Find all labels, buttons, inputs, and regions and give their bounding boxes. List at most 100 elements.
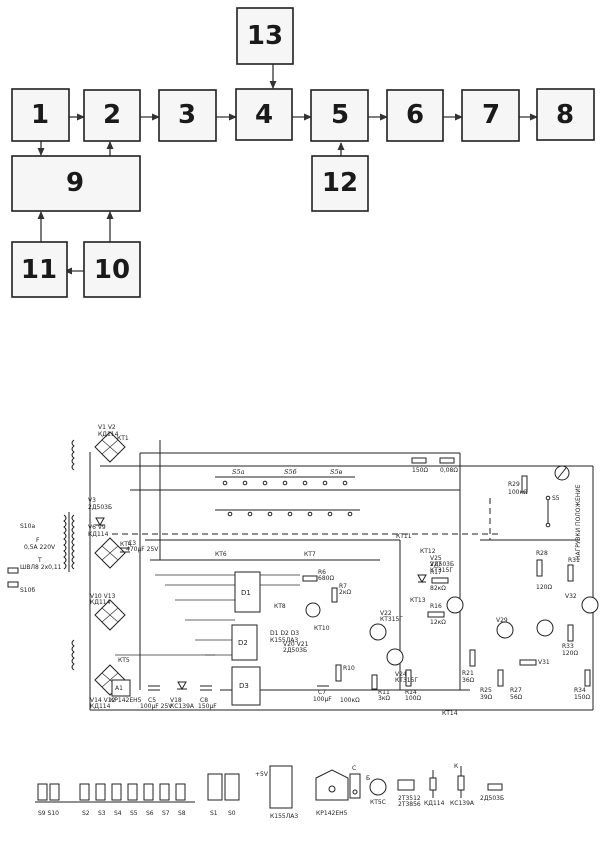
r6-label: R6 [318, 569, 326, 576]
switch-s10a-label: S10а [20, 523, 35, 530]
r14-value: 100Ω [405, 695, 421, 702]
block-6-label: 6 [406, 100, 424, 130]
resistor-008: 0,08Ω [439, 457, 458, 474]
load-meter: НАГРУЗКИ ПОЛОЖЕНИЕ [554, 465, 582, 560]
v6-label: V6 V9 [88, 524, 106, 531]
r27-label: R27 [510, 687, 522, 694]
d3-label: D3 [239, 682, 249, 690]
tp-kt4: КТ4 [120, 541, 132, 548]
fp-kd-label: КД114 [424, 800, 445, 807]
fp-pin-c: С [352, 765, 356, 772]
v18-type: КС139А [170, 703, 195, 710]
block-connections [37, 64, 538, 275]
v3-type: 2Д503Б [88, 504, 112, 511]
block-7: 7 [461, 89, 520, 142]
block-5: 5 [310, 89, 369, 142]
transistor-v27: V27 КТ315Г [430, 561, 464, 614]
mains-plug-1 [7, 567, 19, 574]
resistor-r28: R28 120Ω [536, 550, 552, 591]
tp-kt13: КТ13 [410, 597, 426, 604]
block-diagram: 1 2 3 4 5 6 7 8 [11, 7, 595, 298]
r21-value: 36Ω [462, 677, 475, 684]
component-footprints: S9 S10 S2 S3 S4 S5 S6 S7 S8 S1 S0 К155ЛА… [35, 763, 504, 820]
tp-kt1: КТ1 [117, 435, 129, 442]
switch-s5-right: S5 [545, 495, 560, 528]
zener-v18: V18 КС139А [170, 681, 195, 710]
capacitor-c8: C8 150µF [198, 685, 217, 710]
v27-type: КТ315Г [430, 567, 453, 574]
switch-contacts-row2 [227, 511, 353, 517]
footprint-regulator: КР142ЕН5 [315, 769, 349, 817]
fp-s5-label: S5 [130, 810, 138, 817]
block-4-label: 4 [255, 100, 273, 130]
r7-value: 2кΩ [339, 589, 351, 596]
block-12: 12 [311, 155, 369, 212]
v18-label: V18 [170, 697, 182, 704]
v24-type: КТ315Г [395, 677, 418, 684]
r28-label: R28 [536, 550, 548, 557]
r21-label: R21 [462, 670, 474, 677]
v14-label: V14 V12 [90, 697, 116, 704]
block-7-label: 7 [482, 100, 500, 130]
c7-value: 100µF [313, 696, 332, 703]
fp-s8-label: S8 [178, 810, 186, 817]
transistor-v29: V29 [496, 617, 514, 639]
transistor-v31: V31 [536, 619, 554, 666]
fuse-label: F [36, 537, 40, 544]
transformer-label: T [37, 557, 42, 564]
transformer: T ШВЛ8 2х0,11 F 0,5А 220V S10а S10б [7, 439, 75, 671]
a1-type: КР142ЕН5 [110, 697, 142, 704]
meter-label: НАГРУЗКИ ПОЛОЖЕНИЕ [575, 484, 582, 560]
r11-label: R11 [378, 689, 390, 696]
r11-value: 3кΩ [378, 695, 390, 702]
block-11: 11 [11, 241, 68, 298]
resistor-r25: R25 39Ω [480, 669, 504, 701]
block-10-label: 10 [94, 255, 130, 285]
r10-value: 100кΩ [340, 697, 360, 704]
tp-kt10: КТ10 [314, 625, 330, 632]
bridge-rectifier-1: V1 V2 КД114 [94, 424, 126, 463]
c5-value: 100µF 25V [140, 703, 173, 710]
ic-d1: D1 [234, 571, 261, 613]
c3-label: C3 [128, 540, 136, 547]
v22-type: КТ315Г [380, 616, 403, 623]
tp-kt12: КТ12 [420, 548, 436, 555]
footprint-transistor-round: КТ5С Б [366, 775, 387, 806]
footprint-transistor-flat: 2Т3512 2Т3856 [397, 779, 421, 808]
fp-pin-b: Б [366, 775, 370, 782]
v1-type: КД114 [98, 431, 119, 438]
tp-kt6: КТ6 [215, 551, 227, 558]
switch-s10b-label: S10б [20, 587, 35, 594]
footprint-zener: КС139А К [450, 763, 475, 807]
v32-label: V32 [565, 593, 577, 600]
block-13-label: 13 [247, 21, 283, 51]
d-group-type: К155ЛА3 [270, 637, 298, 644]
v22-label: V22 [380, 610, 392, 617]
diode-v3: V3 2Д503Б [88, 497, 112, 527]
switch-contacts-row1 [222, 480, 348, 486]
transistor-v24: V24 КТ315Г [386, 648, 418, 684]
fp-s1-label: S1 [210, 810, 218, 817]
c8-label: C8 [200, 697, 208, 704]
block-6: 6 [386, 89, 444, 142]
transformer-type: ШВЛ8 2х0,11 [20, 564, 62, 571]
resistor-r14: R14 100Ω [405, 669, 421, 702]
frame-wires [89, 440, 594, 711]
r17-value: 82кΩ [430, 585, 446, 592]
fp-s9-label: S9 S10 [38, 810, 59, 817]
block-3: 3 [158, 89, 217, 142]
r10-label: R10 [343, 665, 355, 672]
r34-value: 150Ω [574, 694, 590, 701]
v14-type: КД114 [90, 703, 111, 710]
capacitor-c7: C7 100µF [313, 685, 332, 703]
r14-label: R14 [405, 689, 417, 696]
r27-value: 56Ω [510, 694, 523, 701]
resistor-r27: R27 56Ω [510, 659, 537, 701]
resistor-r6: R6 680Ω [302, 569, 334, 582]
fp-s7-label: S7 [162, 810, 170, 817]
diode-v25: V25 2Д503Б [417, 555, 454, 584]
tp-kt5: КТ5 [118, 657, 130, 664]
r6-value: 680Ω [318, 575, 334, 582]
v20-type: 2Д503Б [283, 647, 307, 654]
resistor-r31: R31 [567, 557, 580, 582]
